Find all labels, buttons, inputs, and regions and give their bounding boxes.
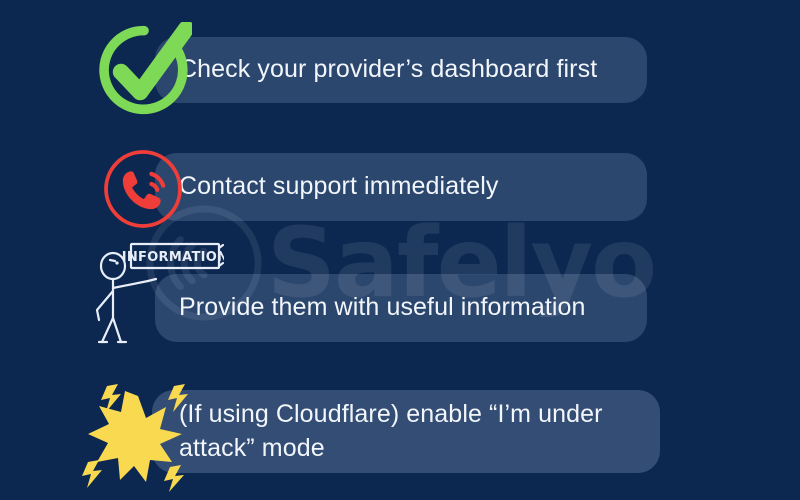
list-item: Contact support immediately [155, 153, 647, 221]
list-item-label: Check your provider’s dashboard first [179, 55, 598, 84]
information-sign-label: INFORMATION [122, 250, 224, 265]
list-item: Check your provider’s dashboard first [155, 37, 647, 103]
list-item: (If using Cloudflare) enable “I’m under … [152, 390, 660, 473]
list-item-label: (If using Cloudflare) enable “I’m under … [179, 399, 603, 462]
list-item-label: Contact support immediately [179, 172, 499, 201]
list-item-label: Provide them with useful information [179, 293, 586, 322]
list-item: Provide them with useful information [155, 274, 647, 342]
